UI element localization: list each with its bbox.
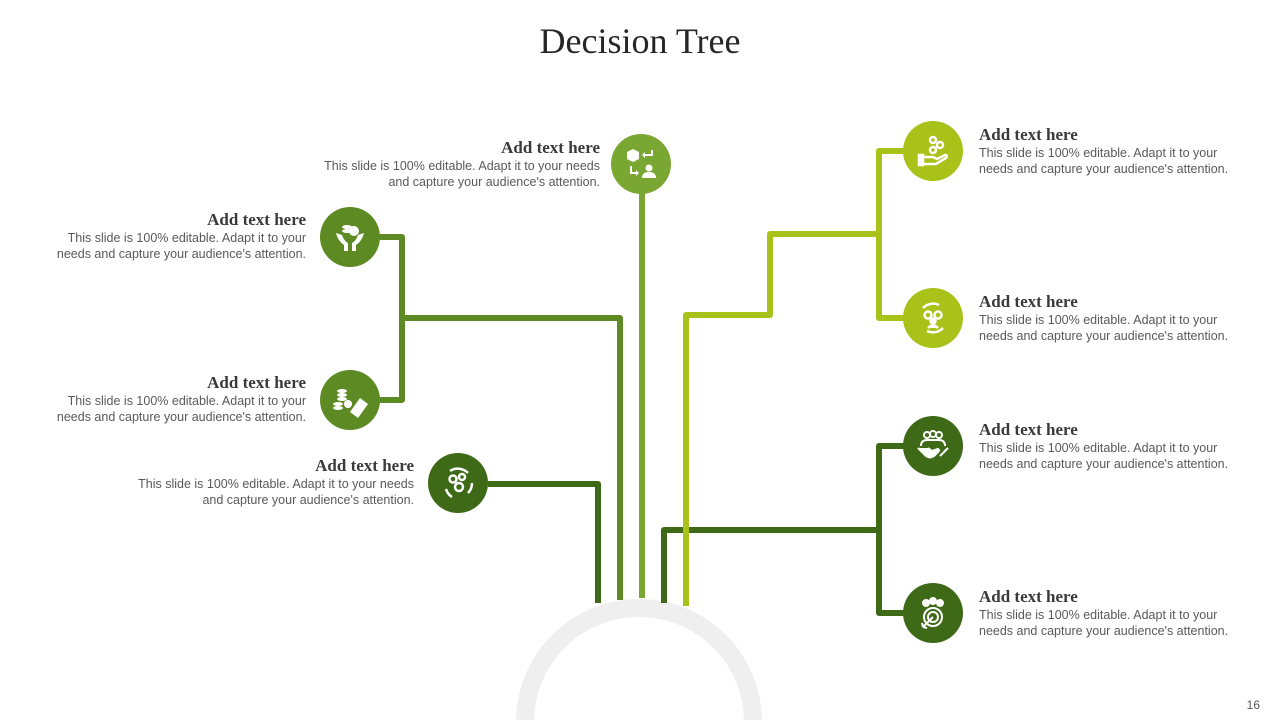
node-left-2[interactable] bbox=[320, 370, 380, 430]
gears-person-cycle-icon bbox=[922, 302, 944, 334]
node-right-1[interactable] bbox=[903, 121, 963, 181]
node-body-line: This slide is 100% editable. Adapt it to… bbox=[324, 159, 600, 173]
text-right-1: Add text here This slide is 100% editabl… bbox=[979, 125, 1279, 177]
connector-right-upper bbox=[683, 231, 879, 606]
connector-left-group bbox=[402, 315, 623, 600]
hands-coins-icon bbox=[336, 225, 364, 251]
node-left-3[interactable] bbox=[428, 453, 488, 513]
text-left-3: Add text here This slide is 100% editabl… bbox=[114, 456, 414, 508]
text-left-1: Add text here This slide is 100% editabl… bbox=[6, 210, 306, 262]
base-ring bbox=[516, 599, 762, 720]
node-top-center[interactable] bbox=[611, 134, 671, 194]
text-right-2: Add text here This slide is 100% editabl… bbox=[979, 292, 1279, 344]
node-body-line: needs and capture your audience's attent… bbox=[56, 410, 306, 424]
node-heading: Add text here bbox=[979, 292, 1078, 311]
team-target-icon bbox=[921, 597, 944, 629]
node-body-line: needs and capture your audience's attent… bbox=[56, 247, 306, 261]
node-heading: Add text here bbox=[979, 587, 1078, 606]
node-body-line: needs and capture your audience's attent… bbox=[979, 162, 1229, 176]
connector-left-1 bbox=[378, 234, 405, 403]
node-body-line: and capture your audience's attention. bbox=[202, 493, 414, 507]
team-handshake-icon bbox=[917, 430, 949, 459]
gears-cycle-icon bbox=[444, 467, 474, 499]
node-right-3[interactable] bbox=[903, 416, 963, 476]
text-right-3: Add text here This slide is 100% editabl… bbox=[979, 420, 1279, 472]
coins-cash-icon bbox=[333, 389, 368, 418]
node-body-line: This slide is 100% editable. Adapt it to… bbox=[979, 608, 1218, 622]
node-body-line: This slide is 100% editable. Adapt it to… bbox=[67, 231, 306, 245]
node-body-line: needs and capture your audience's attent… bbox=[979, 624, 1229, 638]
node-right-2[interactable] bbox=[903, 288, 963, 348]
node-heading: Add text here bbox=[501, 138, 600, 157]
node-heading: Add text here bbox=[315, 456, 414, 475]
node-heading: Add text here bbox=[207, 210, 306, 229]
node-right-4[interactable] bbox=[903, 583, 963, 643]
node-body-line: This slide is 100% editable. Adapt it to… bbox=[138, 477, 414, 491]
node-body-line: This slide is 100% editable. Adapt it to… bbox=[67, 394, 306, 408]
slide-title: Decision Tree bbox=[539, 21, 741, 61]
connector-right-upper-bracket bbox=[876, 148, 906, 321]
node-left-1[interactable] bbox=[320, 207, 380, 267]
connector-right-lower bbox=[661, 527, 879, 603]
connector-right-lower-bracket bbox=[876, 443, 906, 616]
node-body-line: and capture your audience's attention. bbox=[388, 175, 600, 189]
node-heading: Add text here bbox=[979, 125, 1078, 144]
node-body-line: This slide is 100% editable. Adapt it to… bbox=[979, 146, 1218, 160]
node-body-line: needs and capture your audience's attent… bbox=[979, 329, 1229, 343]
node-heading: Add text here bbox=[207, 373, 306, 392]
node-body-line: This slide is 100% editable. Adapt it to… bbox=[979, 441, 1218, 455]
hand-gears-icon bbox=[917, 135, 949, 167]
page-number: 16 bbox=[1246, 698, 1260, 712]
connector-left-3 bbox=[488, 481, 601, 603]
box-user-exchange-icon bbox=[627, 149, 656, 178]
node-heading: Add text here bbox=[979, 420, 1078, 439]
text-left-2: Add text here This slide is 100% editabl… bbox=[6, 373, 306, 425]
text-top-center: Add text here This slide is 100% editabl… bbox=[300, 138, 600, 190]
node-body-line: needs and capture your audience's attent… bbox=[979, 457, 1229, 471]
text-right-4: Add text here This slide is 100% editabl… bbox=[979, 587, 1279, 639]
node-body-line: This slide is 100% editable. Adapt it to… bbox=[979, 313, 1218, 327]
